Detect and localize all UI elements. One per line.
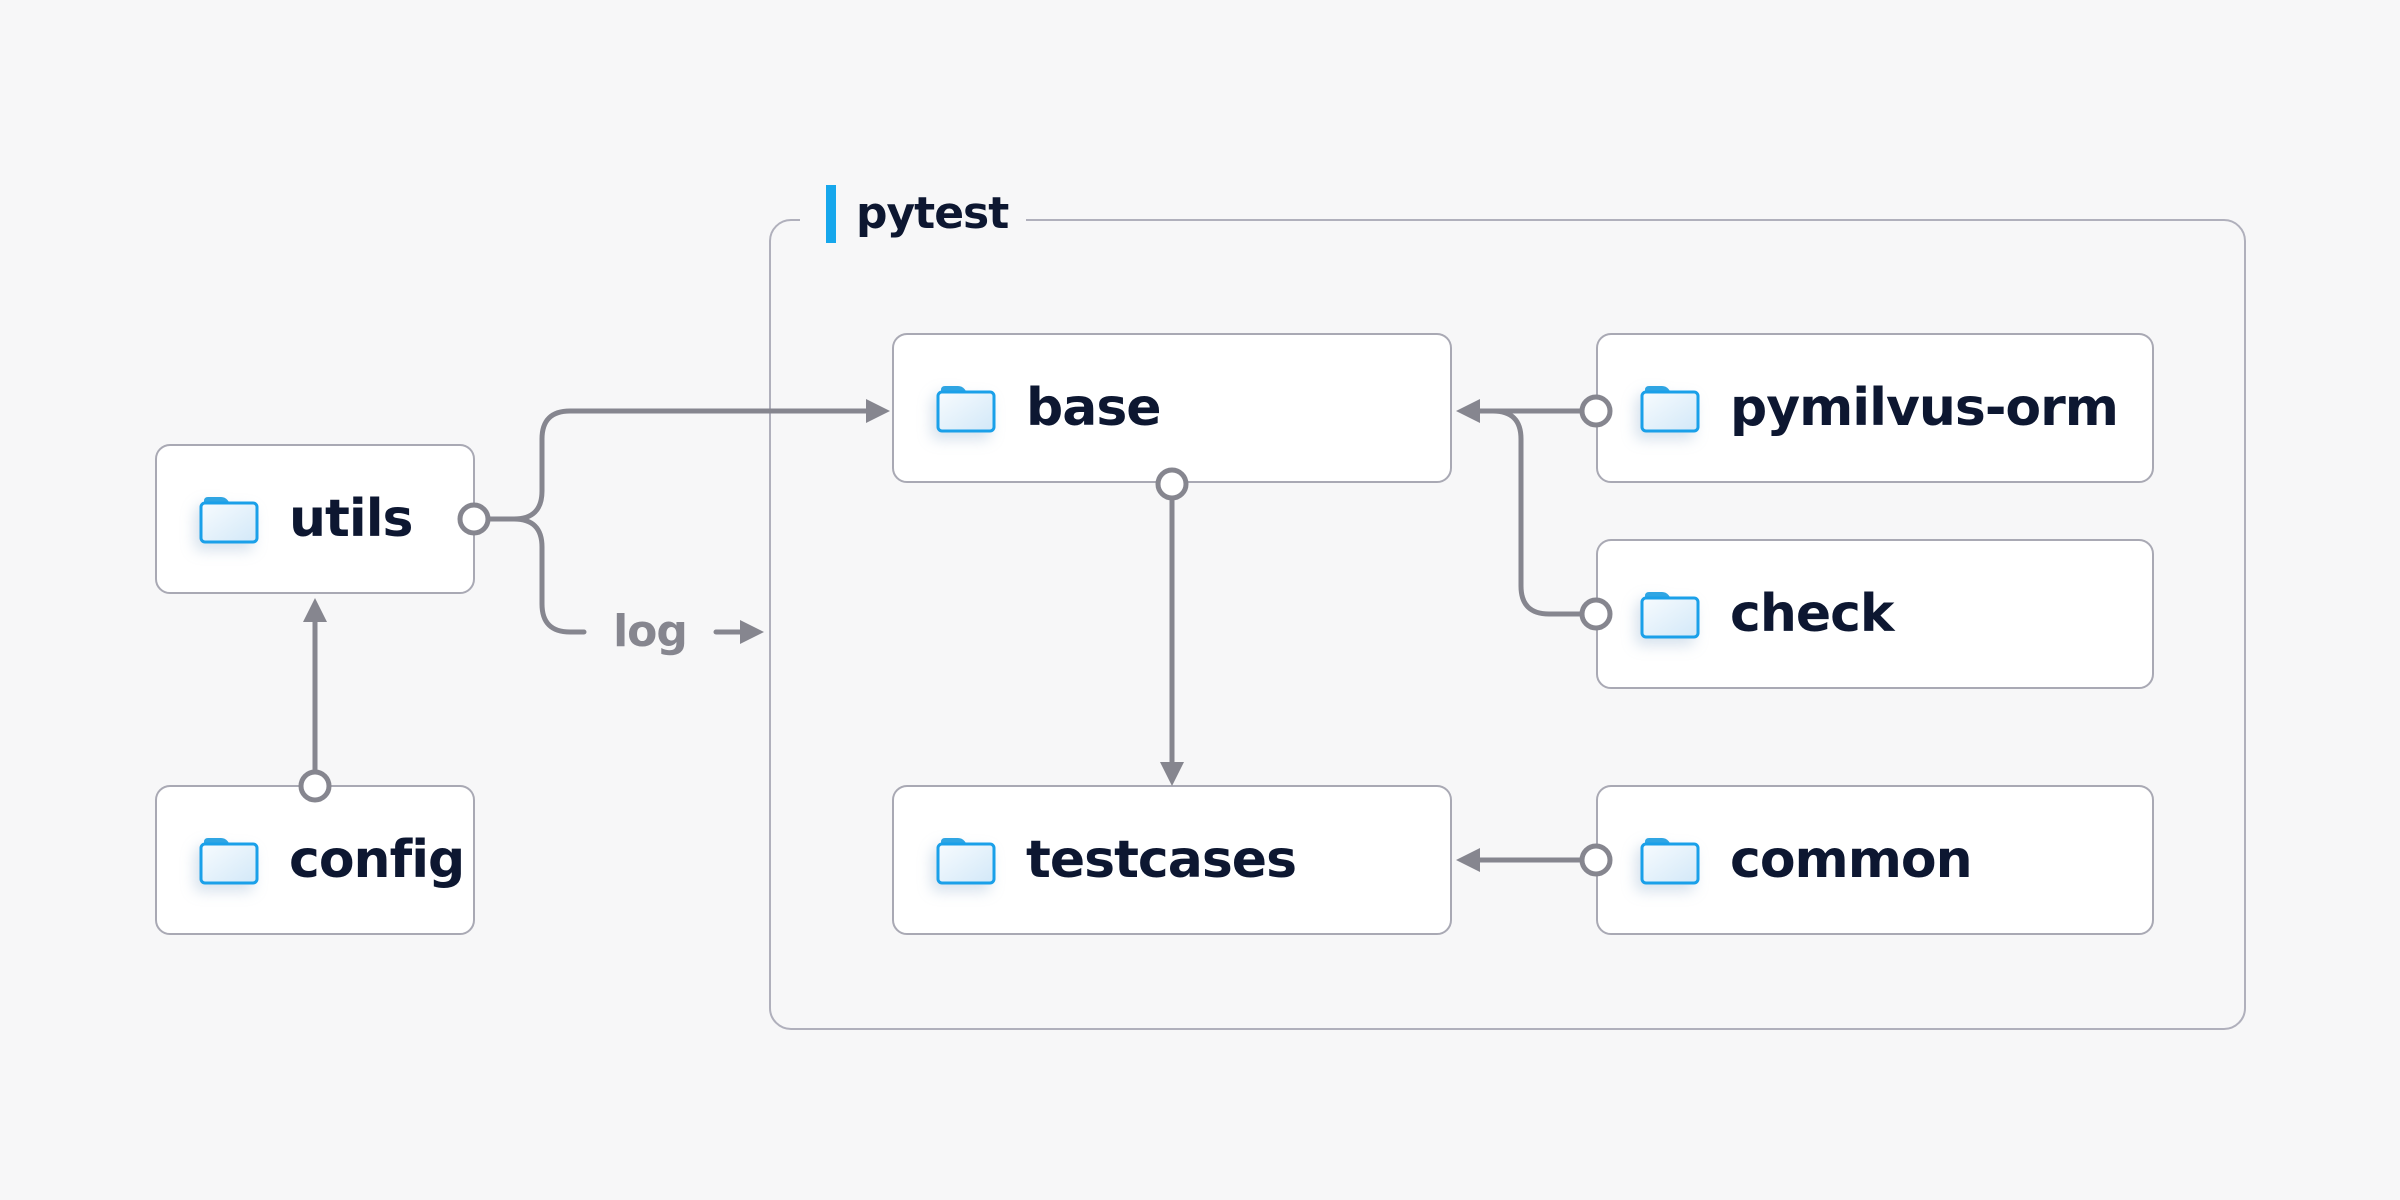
- node-utils: utils: [155, 444, 475, 594]
- node-label: check: [1730, 584, 1895, 644]
- edge-label-log: log: [613, 606, 688, 657]
- folder-icon: [1638, 833, 1702, 887]
- folder-icon: [1638, 381, 1702, 435]
- node-base: base: [892, 333, 1452, 483]
- node-testcases: testcases: [892, 785, 1452, 935]
- arrowhead-log: [740, 620, 764, 644]
- pytest-group-container: [769, 219, 2246, 1030]
- folder-icon: [197, 492, 261, 546]
- arrowhead-into-utils-bottom: [303, 598, 327, 622]
- node-label: config: [289, 830, 465, 890]
- folder-icon: [1638, 587, 1702, 641]
- node-label: testcases: [1026, 830, 1297, 890]
- node-label: pymilvus-orm: [1730, 378, 2119, 438]
- edge-utils-to-log: [511, 516, 587, 635]
- pytest-group-title: pytest: [856, 188, 1009, 239]
- folder-icon: [934, 833, 998, 887]
- node-config: config: [155, 785, 475, 935]
- accent-bar: [826, 185, 836, 243]
- node-pymilvus-orm: pymilvus-orm: [1596, 333, 2154, 483]
- node-label: common: [1730, 830, 1973, 890]
- node-check: check: [1596, 539, 2154, 689]
- folder-icon: [934, 381, 998, 435]
- pytest-group-label: pytest: [800, 182, 1027, 246]
- folder-icon: [197, 833, 261, 887]
- node-common: common: [1596, 785, 2154, 935]
- node-label: base: [1026, 378, 1162, 438]
- node-label: utils: [289, 489, 413, 549]
